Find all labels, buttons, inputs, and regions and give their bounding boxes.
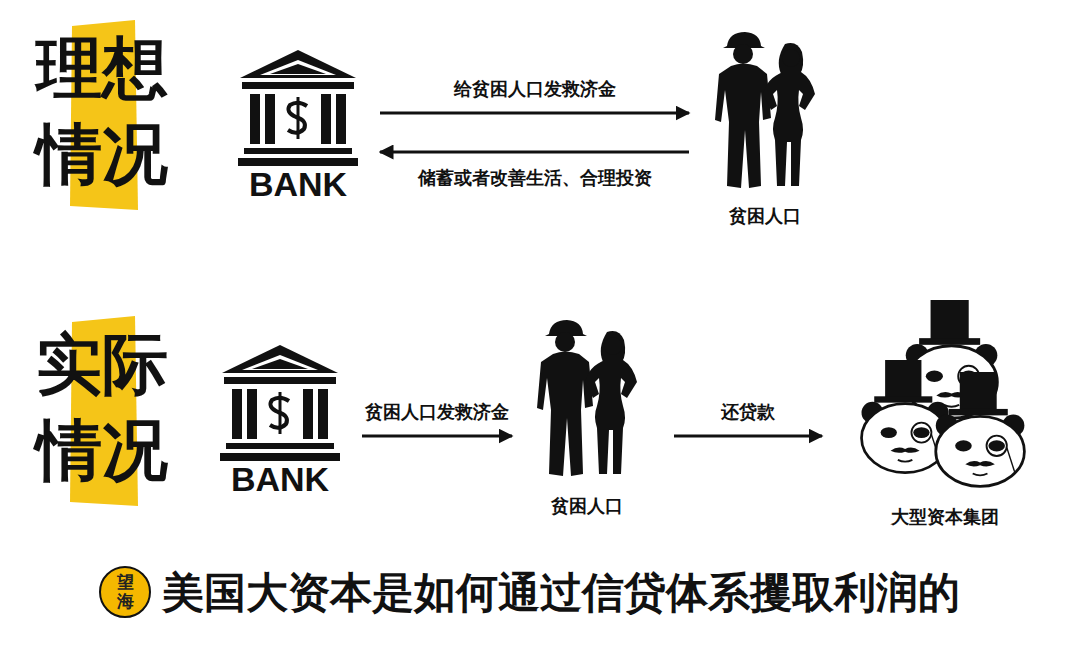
logo-text: 望海 [117,573,134,610]
edge-label: 贫困人口发救济金 [363,400,511,424]
node-label: BANK [249,165,347,204]
arrow-connector [674,435,822,438]
people-silhouette [537,320,637,476]
arrow-connector [362,435,512,438]
section-heading: 理想情况 [36,26,168,198]
section-heading: 实际情况 [36,322,168,494]
arrow-connector [380,112,689,115]
node-label: 贫困人口 [551,494,623,518]
edge-label: 还贷款 [719,400,777,424]
node-label: 贫困人口 [729,204,801,228]
edge-label: 给贫困人口发救济金 [452,77,618,101]
capital-group-node: 大型资本集团 [850,295,1040,529]
panda-face [936,372,1025,486]
node-label: BANK [231,460,329,499]
logo-badge [100,567,150,617]
bank-node: BANK [238,48,358,204]
arrow-connector [380,151,689,154]
diagram-title: 美国大资本是如何通过信贷体系攫取利润的 [162,565,960,621]
node-label: 大型资本集团 [891,505,999,529]
edge-label: 储蓄或者改善生活、合理投资 [416,166,654,190]
bank-icon [238,50,358,166]
people-node: 贫困人口 [695,28,835,228]
bank-icon [220,345,340,461]
bank-node: BANK [220,343,340,499]
people-silhouette [715,32,815,188]
people-node: 贫困人口 [522,318,652,518]
